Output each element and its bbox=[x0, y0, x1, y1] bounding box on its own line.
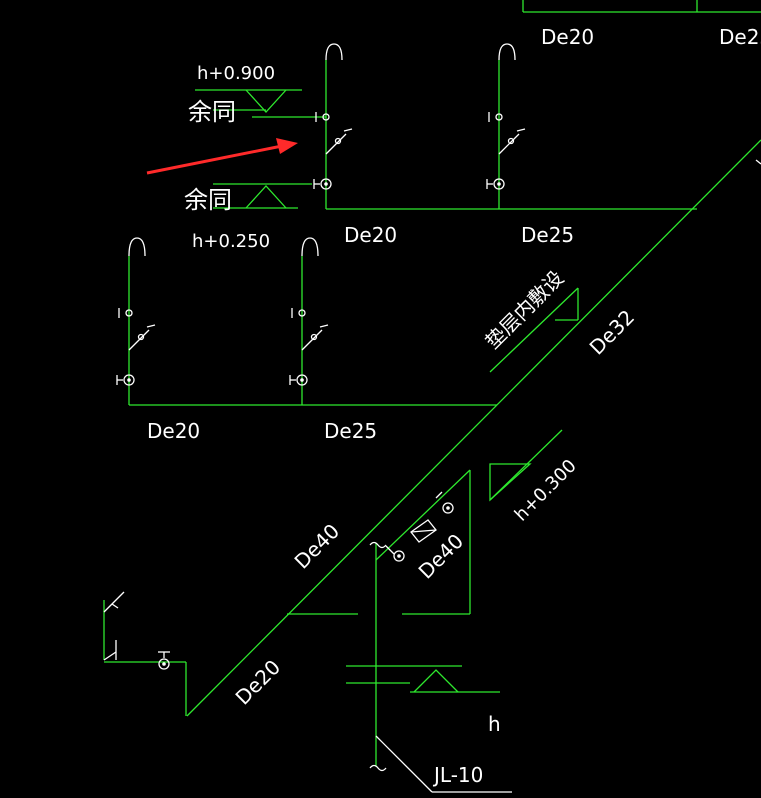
lower-left-fixture bbox=[103, 591, 187, 716]
top-partial-branch: De20 De25 bbox=[522, 0, 761, 49]
note-label: 余同 bbox=[188, 98, 236, 126]
hook-icon bbox=[128, 237, 146, 257]
upper-fixture-group: De20 De25 bbox=[252, 43, 697, 247]
valve-icon bbox=[435, 491, 454, 514]
stop-valve-icon bbox=[103, 640, 117, 661]
hook-icon bbox=[325, 43, 343, 61]
gate-valve-icon bbox=[116, 374, 135, 386]
pipe-size-label: De40 bbox=[290, 519, 345, 574]
gate-valve-icon bbox=[289, 374, 308, 386]
faucet-icon bbox=[301, 324, 329, 351]
faucet-icon bbox=[103, 591, 125, 613]
elevation-label: h bbox=[488, 712, 501, 736]
main-diagonal-pipe bbox=[186, 139, 761, 717]
stop-valve-icon bbox=[315, 112, 330, 122]
elevation-label: h+0.250 bbox=[192, 231, 270, 252]
gate-valve-icon bbox=[486, 178, 505, 190]
faucet-icon bbox=[128, 324, 156, 351]
red-arrow-icon bbox=[146, 138, 298, 175]
break-icon bbox=[369, 764, 387, 772]
pipe-size-label: De20 bbox=[147, 419, 200, 443]
gate-valve-icon bbox=[313, 178, 332, 190]
gate-valve-icon bbox=[158, 651, 170, 670]
elevation-label: h+0.900 bbox=[197, 63, 275, 84]
riser-jl10: h JL-10 bbox=[287, 469, 512, 793]
pipe-size-label: De40 bbox=[414, 529, 469, 584]
middle-fixture-group: De20 De25 bbox=[116, 237, 497, 443]
break-icon bbox=[369, 541, 387, 549]
hook-icon bbox=[498, 43, 516, 61]
elevation-label: h+0.300 bbox=[511, 456, 581, 526]
elevation-mark-upper: h+0.900 余同 bbox=[188, 63, 302, 126]
faucet-icon bbox=[498, 128, 526, 155]
faucet-icon bbox=[325, 128, 353, 155]
hook-icon bbox=[301, 237, 319, 257]
note-label: 余同 bbox=[184, 186, 232, 214]
pipe-size-label: De20 bbox=[344, 223, 397, 247]
stop-valve-icon bbox=[488, 112, 503, 122]
stop-valve-icon bbox=[291, 308, 306, 318]
pipe-size-label: De32 bbox=[585, 305, 640, 360]
elevation-mark-lower: 余同 h+0.250 bbox=[184, 183, 312, 252]
pipe-size-label: De20 bbox=[541, 25, 594, 49]
stop-valve-icon bbox=[118, 308, 133, 318]
pipe-size-label: De25 bbox=[324, 419, 377, 443]
pipe-size-label: De25 bbox=[521, 223, 574, 247]
riser-label: JL-10 bbox=[432, 763, 483, 787]
pipe-size-label: De25 bbox=[719, 25, 761, 49]
bedding-note: 垫层内敷设 bbox=[481, 266, 579, 373]
valve-icon bbox=[385, 545, 405, 562]
elevation-mark-right: h+0.300 bbox=[489, 429, 581, 526]
meter-icon bbox=[410, 519, 437, 543]
